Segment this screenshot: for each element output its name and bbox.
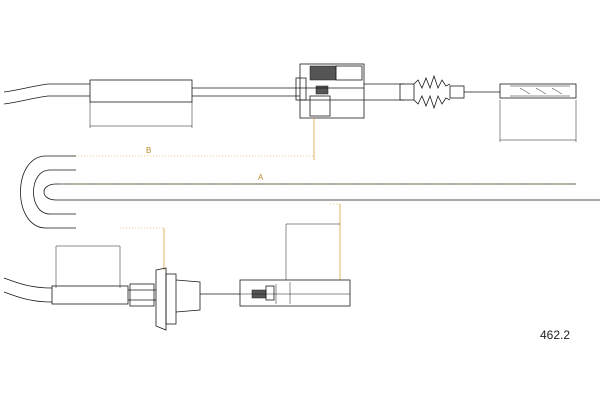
dimension-a-label: A: [258, 173, 264, 182]
upper-adjuster-housing: [295, 63, 365, 119]
part-number-label: 462.2: [540, 328, 571, 342]
dimension-b-label: B: [146, 146, 151, 155]
lower-cable-sheath: [3, 277, 53, 303]
lower-sleeve: [51, 285, 129, 305]
upper-cable-assembly: [3, 63, 577, 142]
u-loop-cable: A: [20, 155, 600, 229]
upper-sleeve: [89, 79, 193, 103]
lower-housing: [239, 279, 351, 307]
upper-cable-sheath: [3, 83, 90, 105]
lower-cable-assembly: [3, 267, 351, 331]
lower-dimensions: [55, 203, 341, 288]
upper-end-fitting: [499, 83, 577, 99]
lower-flange: [129, 267, 201, 331]
dimension-b: B: [72, 118, 315, 160]
upper-boot-bellows: [413, 74, 451, 110]
